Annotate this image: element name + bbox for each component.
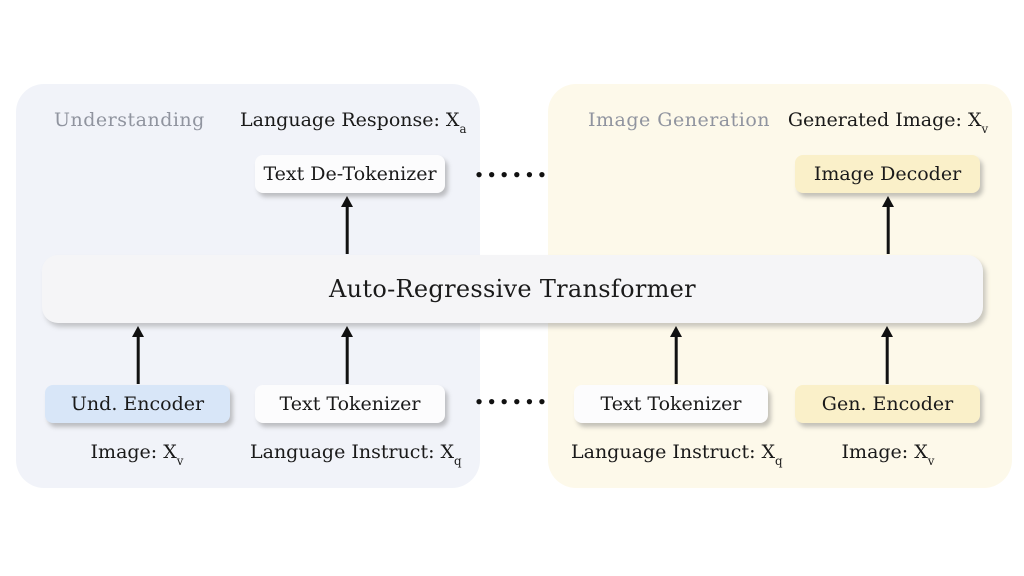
arrow-up-from-und-encoder [131, 326, 145, 384]
language-instruct-caption-left: Language Instruct: Xq [250, 441, 462, 467]
image-generation-section-label: Image Generation [588, 109, 770, 131]
arrow-up-to-image-decoder [881, 196, 895, 254]
arrow-stem [885, 334, 889, 384]
understanding-section-label: Understanding [54, 109, 205, 131]
caption-text: Image: X [841, 441, 928, 463]
arrow-up-from-text-tokenizer-left [340, 326, 354, 384]
language-instruct-caption-right: Language Instruct: Xq [571, 441, 783, 467]
arrowhead-icon [882, 196, 894, 207]
caption-subscript: q [454, 453, 462, 468]
arrowhead-icon [670, 326, 682, 337]
arrow-stem [345, 204, 349, 254]
arrowhead-icon [341, 326, 353, 337]
image-decoder-box: Image Decoder [795, 155, 980, 193]
arrow-up-to-detokenizer [340, 196, 354, 254]
arrow-stem [136, 334, 140, 384]
image-input-caption-right: Image: Xv [813, 441, 963, 467]
arrowhead-icon [881, 326, 893, 337]
caption-subscript: a [459, 121, 467, 136]
arrow-up-from-text-tokenizer-right [669, 326, 683, 384]
image-input-caption-left: Image: Xv [62, 441, 212, 467]
ellipsis-top: •••••• [474, 166, 550, 184]
arrow-up-from-gen-encoder [880, 326, 894, 384]
text-detokenizer-box: Text De-Tokenizer [255, 155, 445, 193]
gen-encoder-box: Gen. Encoder [795, 385, 980, 423]
caption-subscript: v [981, 121, 989, 136]
caption-text: Image: X [90, 441, 177, 463]
arrow-stem [674, 334, 678, 384]
caption-text: Language Instruct: X [571, 441, 776, 463]
generated-image-caption: Generated Image: Xv [781, 109, 995, 135]
arrow-stem [345, 334, 349, 384]
arrowhead-icon [341, 196, 353, 207]
text-tokenizer-box-right: Text Tokenizer [574, 385, 768, 423]
caption-text: Generated Image: X [787, 109, 982, 131]
ellipsis-bottom: •••••• [474, 393, 550, 411]
arrow-stem [886, 204, 890, 254]
caption-text: Language Response: X [240, 109, 460, 131]
und-encoder-box: Und. Encoder [45, 385, 230, 423]
caption-subscript: v [176, 453, 184, 468]
language-response-caption: Language Response: Xa [240, 109, 466, 135]
caption-subscript: v [927, 453, 935, 468]
caption-text: Language Instruct: X [250, 441, 455, 463]
caption-subscript: q [775, 453, 783, 468]
arrowhead-icon [132, 326, 144, 337]
auto-regressive-transformer-bar: Auto-Regressive Transformer [42, 255, 983, 323]
text-tokenizer-box-left: Text Tokenizer [255, 385, 445, 423]
